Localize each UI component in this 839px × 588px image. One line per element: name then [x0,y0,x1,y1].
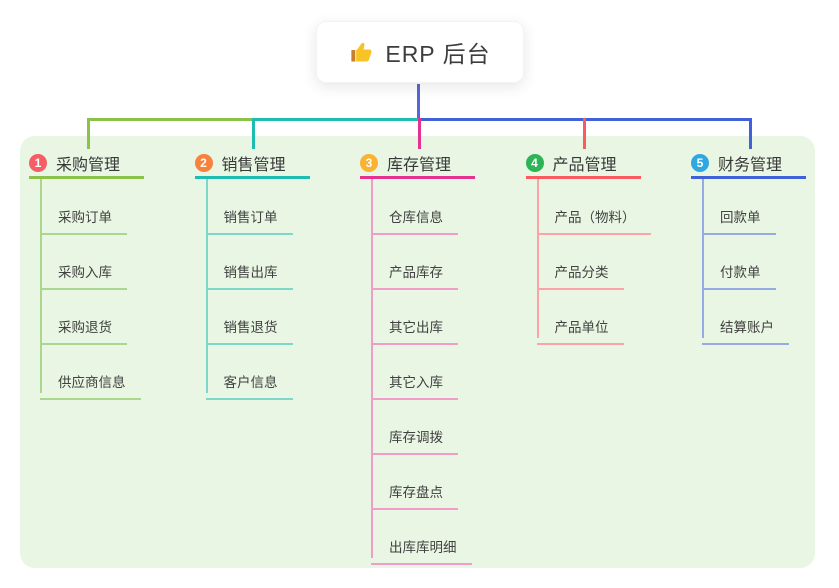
child-node[interactable]: 库存调拨 [371,420,458,455]
connector-line [417,84,420,121]
child-node[interactable]: 产品（物料） [536,200,651,235]
connector-line [417,118,421,149]
child-label: 采购订单 [58,210,112,225]
child-node[interactable]: 采购入库 [40,255,127,290]
connector-line [583,118,586,149]
branch-number-badge: 2 [194,153,213,172]
thumbs-up-icon [349,39,375,65]
connector-line [252,118,255,149]
child-label: 其它入库 [389,375,443,390]
child-label: 销售出库 [223,265,278,280]
connector-line [702,179,704,338]
branch-label: 产品管理 [552,156,617,174]
branch-header-2[interactable]: 2 销售管理 [194,149,310,179]
child-node[interactable]: 回款单 [702,200,776,235]
child-node[interactable]: 销售退货 [205,310,293,345]
branch-header-4[interactable]: 4 产品管理 [525,149,641,179]
child-label: 采购退货 [58,320,112,335]
background-panel [20,136,815,568]
root-title: ERP 后台 [385,41,491,67]
branch-label: 财务管理 [718,156,783,174]
connector-line [205,179,208,393]
child-label: 结算账户 [720,320,774,335]
child-node[interactable]: 出库库明细 [371,530,472,565]
child-label: 其它出库 [389,320,443,335]
child-node[interactable]: 结算账户 [702,310,789,345]
child-label: 产品库存 [389,265,443,280]
child-label: 产品（物料） [554,210,636,225]
child-node[interactable]: 供应商信息 [40,365,141,400]
branch-number-badge: 1 [29,153,47,172]
child-node[interactable]: 付款单 [702,255,776,290]
child-node[interactable]: 销售出库 [205,255,293,290]
child-label: 仓库信息 [389,210,443,225]
child-label: 付款单 [720,265,761,280]
child-label: 库存调拨 [389,430,443,445]
child-label: 出库库明细 [389,540,457,555]
connector-line [748,118,752,149]
branch-number-badge: 4 [525,153,544,172]
child-node[interactable]: 客户信息 [205,365,293,400]
branch-label: 采购管理 [56,156,121,174]
connector-line [40,179,42,393]
child-node[interactable]: 其它出库 [371,310,458,345]
child-label: 回款单 [720,210,761,225]
child-node[interactable]: 采购退货 [40,310,127,345]
connector-line [86,118,90,149]
branch-header-3[interactable]: 3 库存管理 [360,149,475,179]
branch-number-badge: 5 [691,153,709,172]
child-label: 供应商信息 [58,375,126,390]
child-label: 采购入库 [58,265,112,280]
child-node[interactable]: 产品单位 [536,310,624,345]
branch-number-badge: 3 [360,153,378,172]
child-label: 销售退货 [223,320,278,335]
child-node[interactable]: 产品分类 [536,255,624,290]
child-label: 客户信息 [223,375,278,390]
connector-line [371,179,373,558]
child-label: 销售订单 [223,210,278,225]
child-node[interactable]: 仓库信息 [371,200,458,235]
branch-header-5[interactable]: 5 财务管理 [691,149,806,179]
root-node[interactable]: ERP 后台 [316,21,524,83]
branch-label: 库存管理 [387,156,452,174]
child-node[interactable]: 采购订单 [40,200,127,235]
child-node[interactable]: 销售订单 [205,200,293,235]
child-label: 产品单位 [554,320,609,335]
child-node[interactable]: 产品库存 [371,255,458,290]
connector-line [86,118,252,121]
branch-header-1[interactable]: 1 采购管理 [29,149,144,179]
branch-label: 销售管理 [221,156,286,174]
child-node[interactable]: 库存盘点 [371,475,458,510]
child-label: 产品分类 [554,265,609,280]
child-node[interactable]: 其它入库 [371,365,458,400]
connector-line [536,179,539,338]
connector-line [252,118,418,121]
child-label: 库存盘点 [389,485,443,500]
